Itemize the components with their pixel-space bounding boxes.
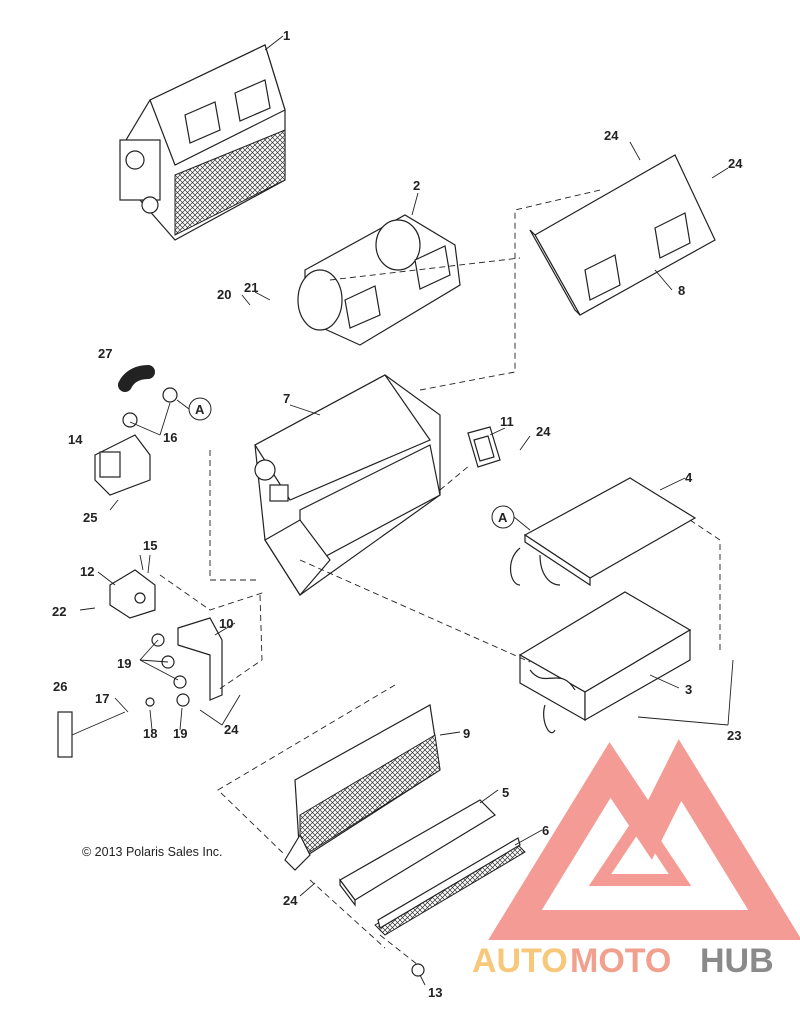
callout-18: 18	[143, 726, 157, 741]
copyright-text: © 2013 Polaris Sales Inc.	[82, 845, 223, 859]
filter-frame-drawing	[339, 799, 496, 907]
callout-12: 12	[80, 564, 94, 579]
reference-label-a: A	[195, 402, 205, 417]
callout-23: 23	[727, 728, 741, 743]
switch-housing-drawing	[109, 569, 156, 619]
callout-6: 6	[542, 823, 549, 838]
callout-7: 7	[283, 391, 290, 406]
grommet-drawing	[122, 412, 138, 428]
heater-assembly-drawing	[119, 44, 286, 241]
callout-25: 25	[83, 510, 97, 525]
callout-5: 5	[502, 785, 509, 800]
callout-4: 4	[685, 470, 693, 485]
callout-14: 14	[68, 432, 83, 447]
callout-10: 10	[219, 616, 233, 631]
callout-11: 11	[500, 414, 514, 429]
filter-housing-drawing	[284, 704, 441, 871]
callout-13: 13	[428, 985, 442, 1000]
callout-8: 8	[678, 283, 685, 298]
blower-motor-drawing	[297, 214, 461, 346]
callout-24-d: 24	[224, 722, 239, 737]
callout-27: 27	[98, 346, 112, 361]
callout-19: 19	[117, 656, 131, 671]
callout-24-c: 24	[536, 424, 551, 439]
top-cover-drawing	[529, 154, 716, 316]
bracket-drawing	[177, 617, 223, 701]
filter-screen-drawing	[374, 837, 526, 936]
callout-1: 1	[283, 28, 290, 43]
callout-21: 21	[244, 280, 258, 295]
watermark-triangle-icon	[488, 739, 800, 940]
watermark-hub: HUB	[700, 942, 774, 980]
callout-20: 20	[217, 287, 231, 302]
callout-24: 24	[604, 128, 619, 143]
assembly-lines	[159, 189, 721, 966]
leader-lines	[79, 35, 734, 986]
callout-9: 9	[463, 726, 470, 741]
callout-15: 15	[143, 538, 157, 553]
evaporator-core-drawing	[518, 591, 692, 734]
watermark-auto: AUTO	[472, 942, 568, 980]
callout-26: 26	[53, 679, 67, 694]
callout-19-b: 19	[173, 726, 187, 741]
callout-17: 17	[95, 691, 109, 706]
callout-22: 22	[52, 604, 66, 619]
callout-labels: 1 2 3 4 5 6 7 8 9 10 11 12 13 14 15 16 1…	[52, 28, 743, 1000]
heater-housing-drawing	[254, 374, 441, 597]
heater-core-drawing	[510, 477, 697, 587]
reference-label-a-2: A	[498, 510, 508, 525]
hose-drawing	[118, 365, 155, 392]
valve-drawing	[94, 434, 151, 496]
watermark-moto: MOTO	[570, 942, 671, 980]
gasket-drawing	[467, 426, 501, 468]
callout-24-b: 24	[728, 156, 743, 171]
callout-24-e: 24	[283, 893, 298, 908]
callout-3: 3	[685, 682, 692, 697]
clamp-drawing	[162, 387, 178, 403]
callout-2: 2	[413, 178, 420, 193]
watermark-logo: AUTO MOTO HUB	[472, 739, 800, 980]
callout-16: 16	[163, 430, 177, 445]
